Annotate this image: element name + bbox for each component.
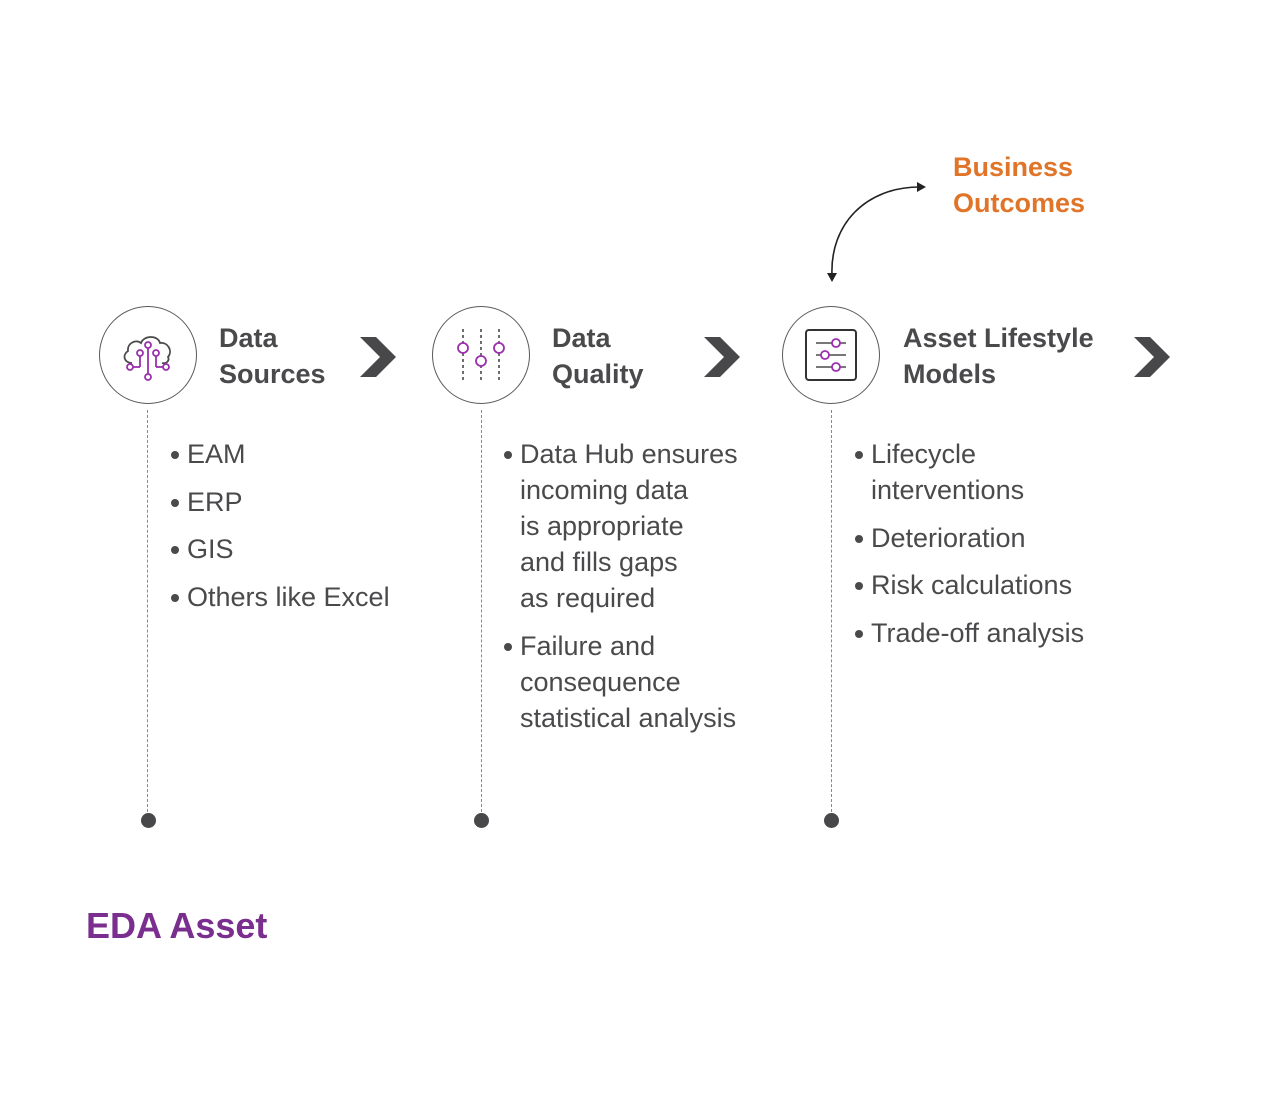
list-item: ERP xyxy=(171,484,441,520)
chevron-right-icon xyxy=(704,337,740,377)
list-item: EAM xyxy=(171,436,441,472)
page-title: EDA Asset xyxy=(86,905,268,946)
outcome-curved-arrow xyxy=(827,182,926,282)
stage-3-icon-circle xyxy=(782,306,880,404)
stage-2-end-dot xyxy=(474,813,489,828)
list-item: Lifecycle interventions xyxy=(855,436,1145,508)
settings-panel-icon xyxy=(805,329,857,381)
stage-1-connector-line xyxy=(147,410,148,812)
stage-2-title: Data Quality xyxy=(552,323,644,389)
chevron-right-icon xyxy=(1134,337,1170,377)
list-item: Data Hub ensures incoming data is approp… xyxy=(504,436,774,616)
stage-2-connector-line xyxy=(481,410,482,812)
stage-3-end-dot xyxy=(824,813,839,828)
stage-1-end-dot xyxy=(141,813,156,828)
stage-1-icon-circle xyxy=(99,306,197,404)
stage-2-bullet-list: Data Hub ensures incoming data is approp… xyxy=(504,436,774,747)
stage-3-bullet-list: Lifecycle interventions Deterioration Ri… xyxy=(855,436,1145,662)
list-item: Trade-off analysis xyxy=(855,615,1145,651)
list-item: Failure and consequence statistical anal… xyxy=(504,628,774,736)
list-item: Deterioration xyxy=(855,520,1145,556)
stage-3-connector-line xyxy=(831,410,832,812)
cloud-network-icon xyxy=(123,336,171,381)
stage-1-bullet-list: EAM ERP GIS Others like Excel xyxy=(171,436,441,626)
stage-2-icon-circle xyxy=(432,306,530,404)
stage-3-title: Asset Lifestyle Models xyxy=(903,323,1094,389)
stage-1-title: Data Sources xyxy=(219,323,326,389)
business-outcomes-label: Business Outcomes xyxy=(953,152,1086,218)
filter-sliders-icon xyxy=(457,329,505,381)
chevron-right-icon xyxy=(360,337,396,377)
list-item: Others like Excel xyxy=(171,579,441,615)
list-item: Risk calculations xyxy=(855,567,1145,603)
list-item: GIS xyxy=(171,531,441,567)
